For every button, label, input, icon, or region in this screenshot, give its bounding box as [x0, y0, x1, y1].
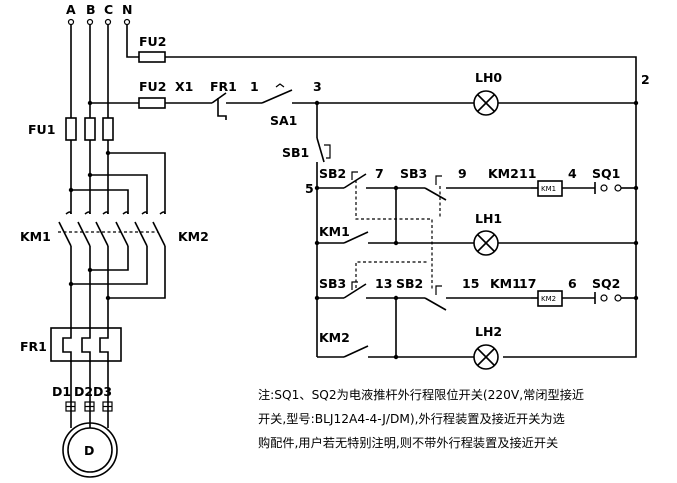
- km1-b-label: KM1: [490, 276, 521, 291]
- phase-label-b: B: [86, 2, 96, 17]
- sq1-label: SQ1: [592, 166, 620, 181]
- d2-label: D2: [74, 384, 93, 399]
- lh2-row: KM2 LH2: [316, 295, 502, 370]
- d1-label: D1: [52, 384, 71, 399]
- sb2-a-label: SB2: [319, 166, 346, 181]
- note-line-1: 注:SQ1、SQ2为电液推杆外行程限位开关(220V,常闭型接近: [258, 388, 585, 402]
- motor-label: D: [84, 443, 94, 458]
- fu2-top-fuse: FU2: [138, 34, 637, 358]
- forward-row: SB2 7 SB3 9 KM2 11 KM1 4 SQ1: [314, 166, 639, 201]
- fu1-fuses: FU1: [28, 117, 114, 141]
- note-line-3: 购配件,用户若无特别注明,则不带外行程装置及接近开关: [258, 436, 559, 450]
- fr1-thermal-relay: FR1: [20, 327, 122, 362]
- node-13-label: 13: [375, 276, 392, 291]
- km1-coil-label: KM1: [541, 185, 556, 193]
- node-1-label: 1: [250, 79, 259, 94]
- phase-label-a: A: [66, 2, 76, 17]
- km-main-contacts: KM1 KM2: [20, 211, 209, 247]
- terminal-n: [123, 18, 131, 26]
- sq2-label: SQ2: [592, 276, 620, 291]
- x1-label: X1: [175, 79, 193, 94]
- reverse-row: SB3 13 SB2 15 KM1 17 KM2 6 SQ2: [314, 276, 639, 311]
- lh1-label: LH1: [475, 211, 502, 226]
- phase-label-c: C: [104, 2, 113, 17]
- km2-hold-label: KM2: [319, 330, 350, 345]
- note-text: 注:SQ1、SQ2为电液推杆外行程限位开关(220V,常闭型接近 开关,型号:B…: [258, 383, 670, 455]
- node-15-label: 15: [462, 276, 479, 291]
- lh0-label: LH0: [475, 70, 502, 85]
- fu1-label: FU1: [28, 122, 55, 137]
- post-contact-wires: [68, 246, 166, 330]
- terminal-a: [67, 18, 75, 26]
- control-line-top: FU2 X1 FR1 1 SA1 3 LH0 2: [138, 70, 650, 128]
- sb1-label: SB1: [282, 145, 309, 160]
- km1-hold-label: KM1: [319, 224, 350, 239]
- fr1-main-label: FR1: [20, 339, 47, 354]
- node-2-label: 2: [641, 72, 650, 87]
- km2-a-label: KM2: [488, 166, 519, 181]
- node-4-label: 4: [568, 166, 577, 181]
- fu2-ctrl-label: FU2: [139, 79, 166, 94]
- km1-main-label: KM1: [20, 229, 51, 244]
- lh1-row: KM1 LH1: [314, 185, 639, 256]
- terminal-c: [104, 18, 112, 26]
- node-11-label: 11: [519, 166, 536, 181]
- node-9-label: 9: [458, 166, 467, 181]
- km2-coil-label: KM2: [541, 295, 556, 303]
- sb1-stop: SB1 5: [282, 100, 331, 345]
- node-3-label: 3: [313, 79, 322, 94]
- note-line-2: 开关,型号:BLJ12A4-4-J/DM),外行程装置及接近开关为选: [258, 412, 565, 426]
- motor: D: [62, 422, 118, 478]
- node-7-label: 7: [375, 166, 384, 181]
- sb3-a-label: SB3: [400, 166, 427, 181]
- terminal-b: [86, 18, 94, 26]
- sb2-b-label: SB2: [396, 276, 423, 291]
- lh2-label: LH2: [475, 324, 502, 339]
- node-6-label: 6: [568, 276, 577, 291]
- phase-terminals: A B C N: [66, 2, 132, 26]
- motor-leads: D1 D2 D3: [52, 361, 113, 428]
- interlock-dashes: [355, 180, 441, 290]
- fr1-ctrl-label: FR1: [210, 79, 237, 94]
- fu2-top-label: FU2: [139, 34, 166, 49]
- sa1-label: SA1: [270, 113, 297, 128]
- d3-label: D3: [93, 384, 112, 399]
- km-contact-wires: [68, 140, 166, 214]
- node-5-label: 5: [305, 181, 314, 196]
- phase-label-n: N: [122, 2, 132, 17]
- sb3-b-label: SB3: [319, 276, 346, 291]
- main-power-wires: [70, 25, 139, 118]
- km2-main-label: KM2: [178, 229, 209, 244]
- node-17-label: 17: [519, 276, 536, 291]
